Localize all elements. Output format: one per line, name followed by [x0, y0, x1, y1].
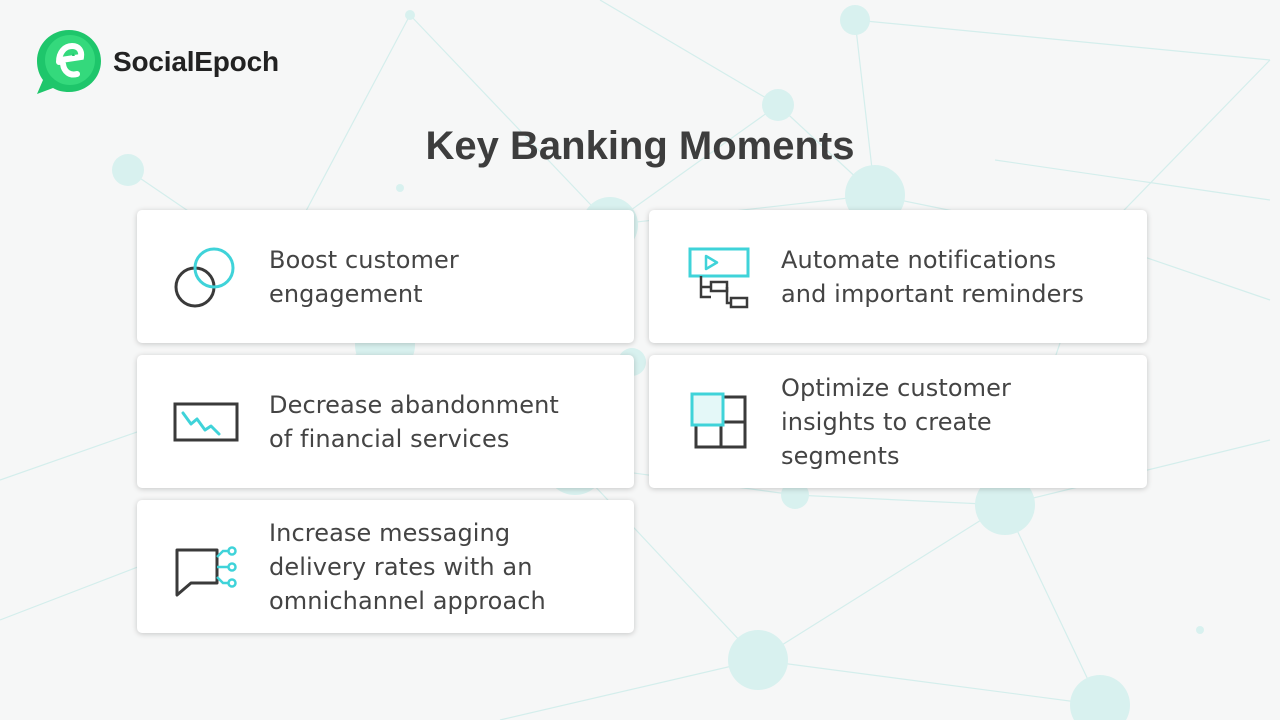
linked-circles-icon	[174, 247, 235, 307]
card-increase-delivery: Increase messaging delivery rates with a…	[137, 500, 634, 633]
card-optimize-insights: Optimize customer insights to create seg…	[649, 355, 1147, 488]
brand-name: SocialEpoch	[113, 46, 279, 77]
card-decrease-abandonment: Decrease abandonment of financial servic…	[137, 355, 634, 488]
card-text: Optimize customer insights to create seg…	[781, 373, 1011, 470]
card-boost-engagement: Boost customer engagement	[137, 210, 634, 343]
card-text: Decrease abandonment of financial servic…	[269, 390, 559, 453]
card-text: Increase messaging delivery rates with a…	[269, 518, 546, 615]
chat-channels-icon	[175, 545, 237, 596]
card-text: Automate notifications and important rem…	[781, 245, 1085, 308]
card-text: Boost customer engagement	[269, 245, 459, 308]
card-automate-notifications: Automate notifications and important rem…	[649, 210, 1147, 343]
brand-logo[interactable]: SocialEpoch	[33, 26, 279, 98]
page-title: Key Banking Moments	[425, 124, 855, 168]
segments-grid-icon	[690, 392, 747, 448]
socialepoch-logo-icon	[37, 30, 101, 94]
declining-chart-icon	[173, 402, 239, 441]
flow-play-icon	[688, 247, 750, 308]
